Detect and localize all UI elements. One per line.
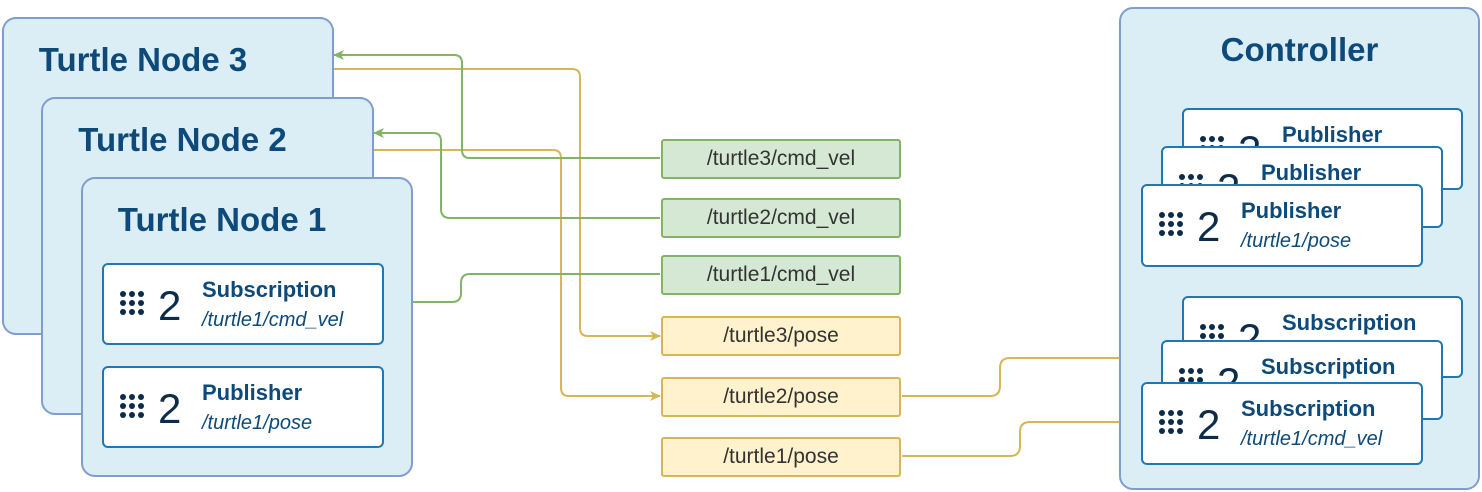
card-role: Subscription — [1261, 354, 1396, 379]
controller-publisher-card[interactable]: 2 Publisher /turtle1/pose — [1141, 184, 1423, 267]
instance-count: 2 — [158, 282, 182, 329]
turtle-node-3-title: Turtle Node 3 — [38, 41, 248, 78]
topic-turtle3-cmd-vel[interactable]: /turtle3/cmd_vel — [661, 139, 901, 179]
topic-turtle2-pose[interactable]: /turtle2/pose — [661, 377, 901, 417]
card-role: Subscription — [1241, 396, 1376, 421]
instance-count: 2 — [1197, 203, 1221, 250]
topic-turtle1-pose[interactable]: /turtle1/pose — [661, 437, 901, 477]
wire-turtle1-pose-to-controller — [902, 417, 1141, 457]
publisher-card[interactable]: 2 Publisher /turtle1/pose — [102, 366, 384, 448]
node-graph-icon — [1159, 212, 1183, 236]
card-role: Publisher — [1261, 160, 1362, 185]
card-topic: /turtle1/pose — [202, 412, 313, 434]
card-role: Subscription — [202, 277, 337, 302]
card-role: Publisher — [1241, 198, 1342, 223]
instance-count: 2 — [1197, 401, 1221, 448]
controller-title: Controller — [1220, 31, 1379, 68]
instance-count: 2 — [158, 385, 182, 432]
turtle-node-2-title: Turtle Node 2 — [78, 121, 287, 158]
wire-turtle2-cmd-vel — [373, 128, 660, 219]
node-graph-icon — [120, 394, 144, 418]
node-graph-icon — [1159, 410, 1183, 434]
card-topic: /turtle1/cmd_vel — [202, 309, 344, 331]
controller-node: Controller 2 Publisher 2 Publisher — [1119, 7, 1480, 490]
card-topic: /turtle1/cmd_vel — [1241, 428, 1383, 450]
topic-turtle3-pose[interactable]: /turtle3/pose — [661, 316, 901, 356]
card-topic: /turtle1/pose — [1241, 230, 1352, 252]
controller-subscription-card[interactable]: 2 Subscription /turtle1/cmd_vel — [1141, 382, 1423, 465]
subscription-card[interactable]: 2 Subscription /turtle1/cmd_vel — [102, 263, 384, 345]
card-role: Publisher — [1282, 122, 1383, 147]
topic-turtle2-cmd-vel[interactable]: /turtle2/cmd_vel — [661, 198, 901, 238]
wire-turtle3-cmd-vel — [333, 50, 660, 159]
card-role: Publisher — [202, 380, 303, 405]
turtle-node-1: Turtle Node 1 2 Subscription /turtle1/cm… — [81, 177, 413, 477]
wire-turtle2-pose-to-controller — [902, 353, 1161, 397]
turtle-node-1-title: Turtle Node 1 — [117, 201, 327, 238]
card-role: Subscription — [1282, 310, 1417, 335]
wire-turtle3-pose — [334, 68, 661, 341]
node-graph-icon — [120, 291, 144, 315]
wire-turtle1-cmd-vel — [381, 273, 660, 307]
topic-turtle1-cmd-vel[interactable]: /turtle1/cmd_vel — [661, 255, 901, 295]
